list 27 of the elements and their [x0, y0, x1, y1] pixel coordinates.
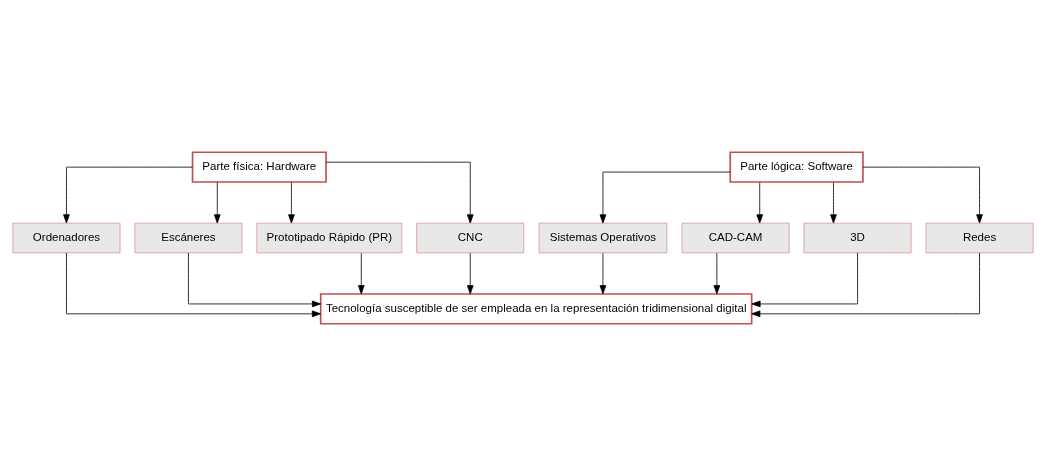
node-box: Parte lógica: Software: [729, 150, 864, 183]
node-box: CNC: [416, 222, 525, 253]
arrow: [751, 252, 858, 307]
node-box: CAD-CAM: [681, 222, 790, 253]
arrow: [751, 252, 980, 317]
node-box: Redes: [925, 222, 1034, 253]
arrow: [599, 252, 607, 294]
arrow: [466, 252, 474, 294]
arrow: [325, 161, 474, 223]
node-box: Escáneres: [134, 222, 243, 253]
node-box: Parte física: Hardware: [191, 150, 327, 183]
node-box: Prototipado Rápido (PR): [256, 222, 403, 253]
node-box: 3D: [803, 222, 912, 253]
arrow: [862, 166, 983, 223]
arrow: [756, 181, 763, 223]
arrow: [830, 181, 837, 223]
node-box: Ordenadores: [12, 222, 121, 253]
arrow: [713, 252, 721, 294]
arrow: [66, 252, 321, 317]
arrow: [288, 181, 295, 223]
node-box: Tecnología susceptible de ser empleada en la representación tridimensional digital: [319, 292, 753, 325]
arrow: [599, 171, 731, 223]
arrow: [357, 252, 365, 294]
arrow: [188, 252, 322, 307]
node-box: Sistemas Operativos: [538, 222, 668, 253]
arrow: [63, 166, 193, 223]
arrow: [213, 181, 221, 223]
